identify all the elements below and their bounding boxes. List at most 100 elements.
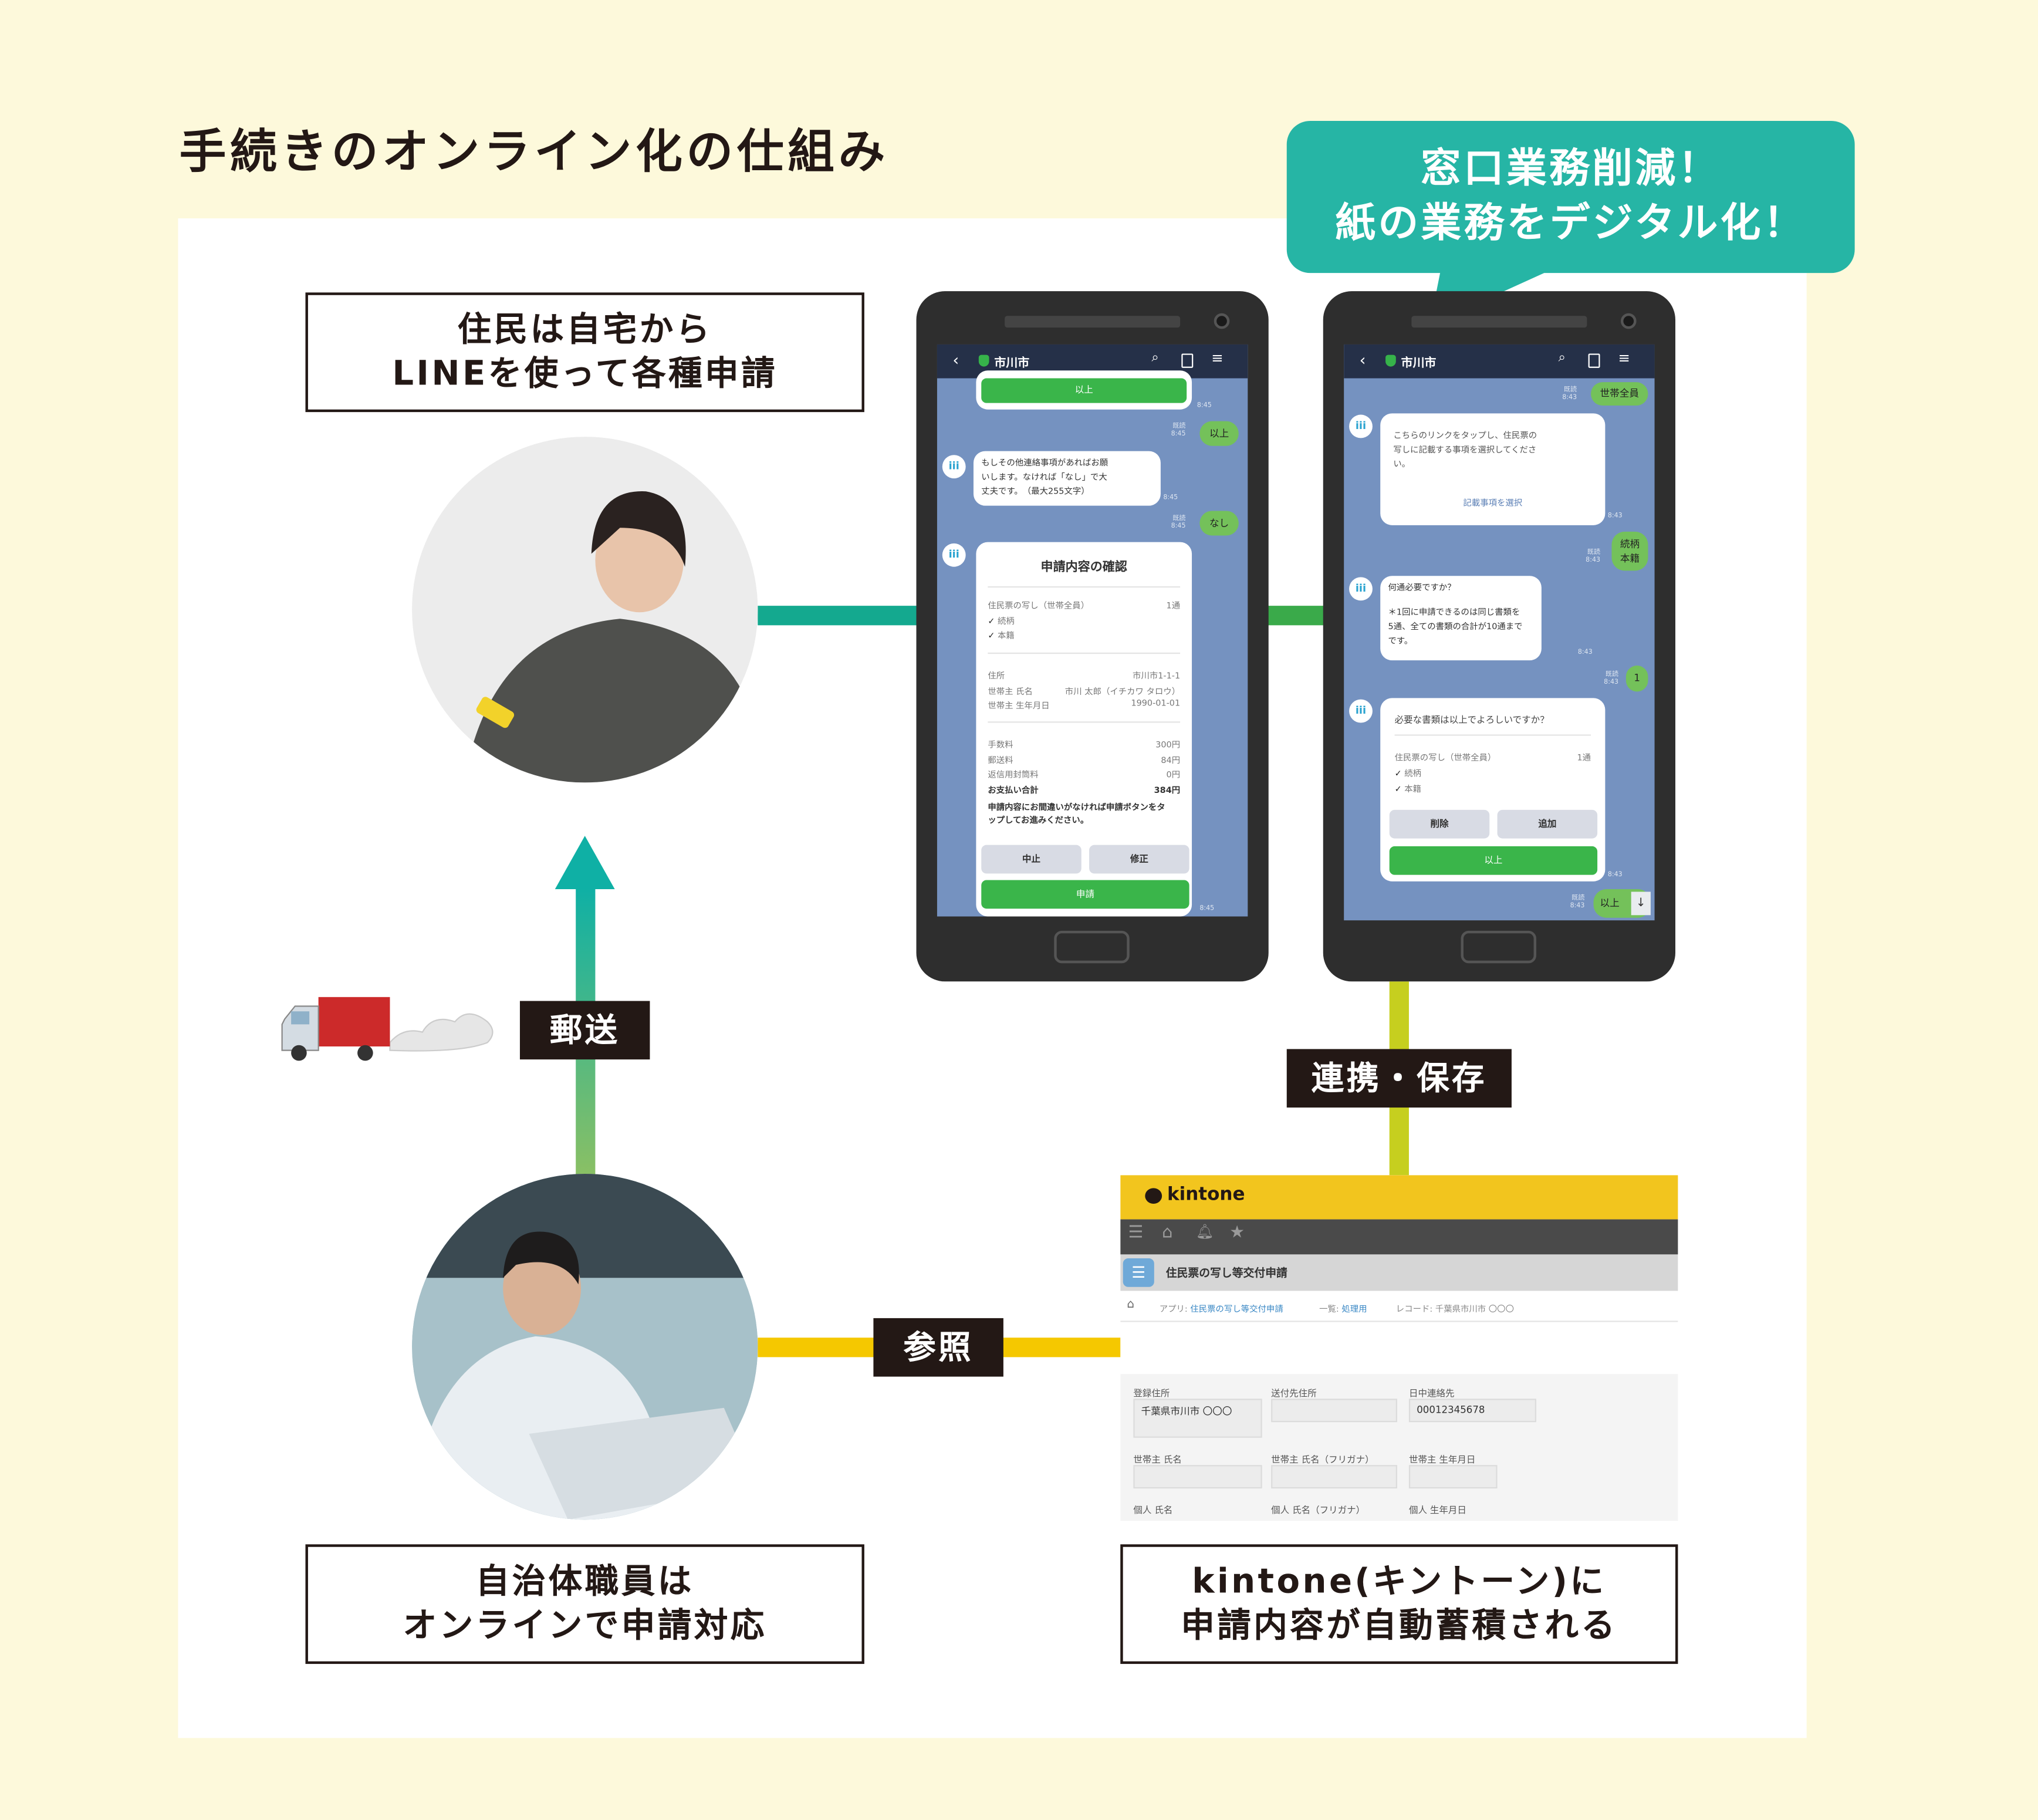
bot-link-card: こちらのリンクをタップし、住民票の 写しに記載する事項を選択してくださ い。 記… — [1380, 413, 1606, 525]
field-input[interactable] — [1271, 1465, 1398, 1489]
star-icon[interactable]: ★ — [1229, 1223, 1245, 1243]
field-label: 個人 氏名（フリガナ） — [1271, 1505, 1366, 1516]
row-value: 1990-01-01 — [1131, 698, 1181, 709]
home-button[interactable] — [1461, 930, 1537, 964]
message-line: こちらのリンクをタップし、住民票の — [1393, 430, 1537, 441]
search-icon[interactable]: ⌕ — [1151, 351, 1159, 366]
kintone-caption-line1: kintone(キントーン)に — [1192, 1562, 1607, 1602]
menu-icon[interactable]: ≡ — [1211, 349, 1224, 367]
home-icon[interactable]: ⌂ — [1127, 1298, 1134, 1312]
message-line: ＊1回に申請できるのは同じ書類を — [1388, 607, 1520, 618]
document-item: 住民票の写し（世帯全員） — [988, 600, 1090, 612]
user-message: 世帯全員 — [1591, 382, 1648, 406]
resident-caption: 住民は自宅から LINEを使って各種申請 — [305, 292, 864, 413]
timestamp: 8:43 — [1607, 870, 1623, 879]
field-label: 個人 氏名 — [1133, 1505, 1173, 1516]
bot-message: もしその他連絡事項があればお願 いします。なければ「なし」で大 丈夫です。 （最… — [973, 451, 1161, 506]
bell-icon[interactable]: 🔔︎ — [1195, 1223, 1214, 1241]
row-label: お支払い合計 — [988, 784, 1039, 795]
field-label: 世帯主 氏名 — [1133, 1454, 1182, 1466]
row-value: 84円 — [1161, 754, 1181, 765]
user-message: なし — [1199, 511, 1239, 536]
check-item: 本籍 — [998, 630, 1015, 641]
row-value: 300円 — [1155, 740, 1181, 750]
notes-icon[interactable] — [1588, 353, 1600, 368]
scroll-down-icon[interactable]: ↓ — [1631, 892, 1651, 916]
edit-button[interactable]: 修正 — [1089, 845, 1189, 874]
speaker — [1411, 316, 1587, 328]
field-label: 個人 生年月日 — [1408, 1505, 1466, 1516]
read-receipt: 既読 — [1587, 548, 1601, 556]
done-button[interactable]: 以上 — [1389, 846, 1598, 875]
message-line: 続柄 — [1620, 538, 1640, 550]
app-title-bar: ☰ 住民票の写し等交付申請 — [1120, 1254, 1678, 1291]
bot-avatar-icon: iii — [1349, 414, 1373, 438]
add-button[interactable]: 追加 — [1497, 809, 1598, 839]
field-input[interactable] — [1271, 1399, 1398, 1423]
resident-caption-line2: LINEを使って各種申請 — [392, 354, 778, 394]
page-title: 手続きのオンライン化の仕組み — [179, 126, 890, 180]
breadcrumb: ⌂ アプリ: 住民票の写し等交付申請 一覧: 処理用 レコード: 千葉県市川市 … — [1120, 1291, 1678, 1322]
kintone-logo: kintone — [1167, 1184, 1245, 1206]
field-input[interactable] — [1408, 1465, 1498, 1489]
field-input[interactable] — [1133, 1465, 1262, 1489]
notes-icon[interactable] — [1181, 353, 1194, 368]
submit-button[interactable]: 申請 — [981, 880, 1189, 909]
document-count: 1通 — [1577, 752, 1591, 764]
read-receipt: 既読 — [1172, 422, 1186, 431]
timestamp: 8:43 — [1570, 902, 1585, 910]
read-receipt: 既読 — [1564, 386, 1577, 394]
breadcrumb-view[interactable]: 一覧: 処理用 — [1319, 1301, 1367, 1315]
row-label: 住所 — [988, 670, 1005, 681]
cancel-button[interactable]: 中止 — [981, 845, 1081, 874]
staff-caption-line1: 自治体職員は — [475, 1562, 694, 1602]
message-line: 写しに記載する事項を選択してくださ — [1393, 444, 1537, 455]
home-button[interactable] — [1054, 930, 1130, 964]
mail-label: 郵送 — [519, 1001, 650, 1060]
select-items-link[interactable]: 記載事項を選択 — [1463, 498, 1523, 509]
field-label: 登録住所 — [1133, 1388, 1170, 1399]
search-icon[interactable]: ⌕ — [1558, 351, 1566, 366]
message-line: 何通必要ですか？ — [1388, 582, 1456, 593]
callout-line1: 窓口業務削減！ — [1420, 146, 1721, 193]
card-title: 申請内容の確認 — [1040, 560, 1127, 575]
back-icon[interactable]: ‹ — [1359, 351, 1366, 370]
callout-line2: 紙の業務をデジタル化！ — [1335, 200, 1807, 247]
kintone-caption-line2: 申請内容が自動蓄積される — [1181, 1606, 1618, 1646]
field-input[interactable]: 00012345678 — [1408, 1399, 1537, 1423]
back-icon[interactable]: ‹ — [952, 351, 959, 370]
menu-icon[interactable]: ≡ — [1618, 349, 1630, 367]
read-receipt: 既読 — [1571, 894, 1585, 903]
kintone-logo-icon — [1145, 1188, 1162, 1204]
menu-icon[interactable]: ☰ — [1128, 1223, 1144, 1243]
delete-button[interactable]: 削除 — [1389, 809, 1490, 839]
field-input[interactable]: 千葉県市川市 〇〇〇 — [1133, 1399, 1262, 1438]
divider — [1394, 734, 1591, 736]
timestamp: 8:45 — [1197, 401, 1212, 410]
resident-photo — [412, 437, 758, 783]
connector-phones — [1267, 606, 1324, 626]
breadcrumb-app[interactable]: アプリ: 住民票の写し等交付申請 — [1160, 1301, 1283, 1315]
done-button[interactable]: 以上 — [981, 378, 1187, 403]
user-message: 続柄本籍 — [1611, 531, 1648, 571]
shield-icon — [1385, 354, 1396, 367]
home-icon[interactable]: ⌂ — [1162, 1223, 1173, 1243]
timestamp: 8:45 — [1171, 430, 1186, 438]
kintone-caption: kintone(キントーン)に 申請内容が自動蓄積される — [1120, 1544, 1678, 1664]
camera — [1620, 313, 1637, 329]
breadcrumb-app-link[interactable]: 住民票の写し等交付申請 — [1190, 1304, 1283, 1315]
chat-header: ‹ 市川市 ⌕ ≡ — [1344, 344, 1655, 379]
field-label: 送付先住所 — [1271, 1388, 1317, 1399]
timestamp: 8:43 — [1562, 394, 1577, 402]
timestamp: 8:43 — [1586, 556, 1601, 565]
staff-caption-line2: オンラインで申請対応 — [403, 1606, 767, 1646]
divider — [988, 652, 1181, 654]
row-value: 384円 — [1154, 784, 1181, 795]
timestamp: 8:43 — [1604, 678, 1619, 687]
breadcrumb-view-link[interactable]: 処理用 — [1341, 1304, 1367, 1315]
timestamp: 8:45 — [1199, 904, 1215, 913]
